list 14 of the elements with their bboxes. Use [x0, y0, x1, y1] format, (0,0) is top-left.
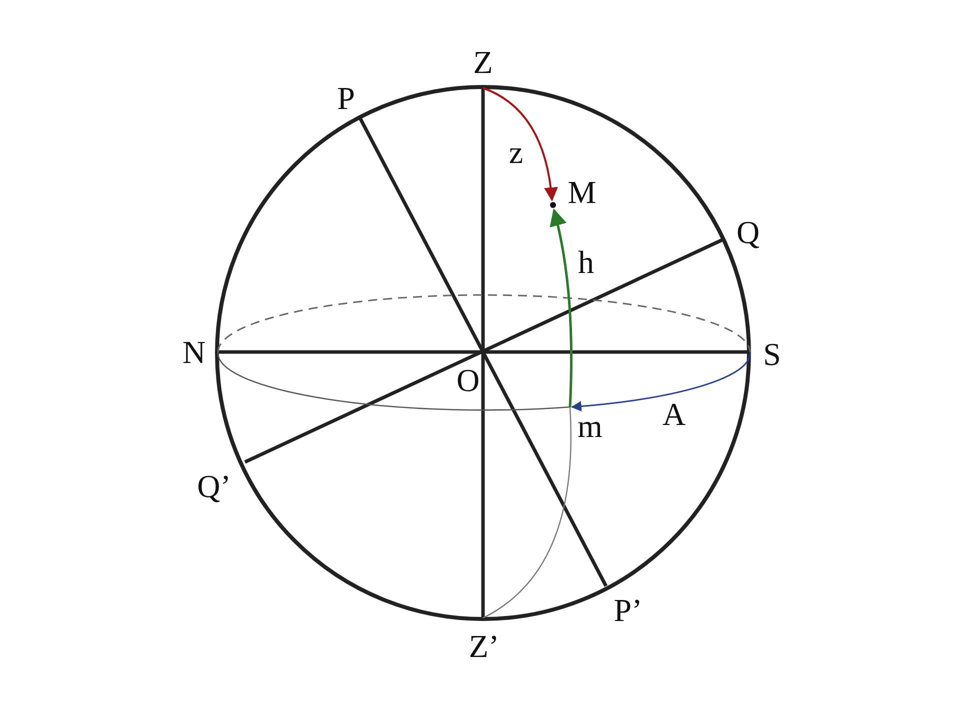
point-label: m [578, 410, 602, 442]
point-label: M [568, 176, 596, 208]
point-label: N [182, 336, 206, 368]
point-label: Z [473, 46, 493, 78]
point-label: Q [736, 216, 760, 248]
arc-label: z [508, 136, 524, 168]
point-label: P’ [614, 594, 642, 626]
point-label: Q’ [197, 470, 231, 502]
point-label: O [456, 364, 480, 396]
point-label: S [763, 338, 781, 370]
point-label: Z’ [468, 630, 500, 662]
arc-label: A [662, 398, 686, 430]
arc-label: h [578, 246, 594, 278]
point-label: P [337, 82, 355, 114]
